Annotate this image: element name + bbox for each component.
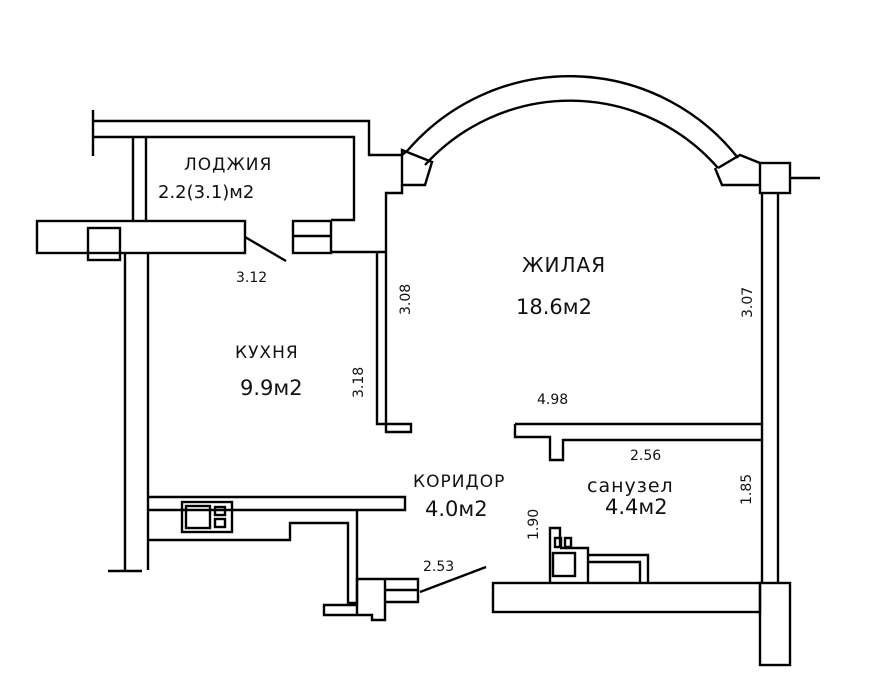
partition-wall [513, 422, 762, 462]
living-name: ЖИЛАЯ [522, 253, 606, 277]
walls [35, 74, 820, 667]
column-right [758, 161, 792, 195]
stove [180, 500, 234, 534]
dim-3-08: 3.08 [398, 284, 414, 315]
dim-3-18: 3.18 [351, 367, 367, 398]
bathroom-bottom-wall [491, 581, 762, 614]
dim-1-90: 1.90 [526, 509, 542, 540]
right-wall [760, 176, 820, 583]
dim-2-53: 2.53 [423, 559, 454, 575]
bathroom-name: санузел [587, 475, 674, 497]
bathroom-area: 4.4м2 [605, 495, 668, 519]
column-bottom-right [758, 581, 792, 667]
entrance-wall [322, 577, 420, 622]
dim-3-07: 3.07 [740, 287, 756, 318]
corridor-area: 4.0м2 [425, 497, 488, 521]
dim-2-56: 2.56 [630, 448, 661, 464]
door-swing-line [244, 235, 287, 263]
loggia-wall [91, 110, 402, 222]
bathroom-fixture [551, 551, 577, 578]
loggia-name: ЛОДЖИЯ [184, 155, 272, 175]
living-area: 18.6м2 [516, 295, 592, 319]
dimension-labels: 3.12 3.08 3.18 3.07 4.98 2.56 1.85 1.90 … [236, 270, 756, 575]
dim-1-85: 1.85 [739, 474, 755, 505]
kitchen-name: КУХНЯ [235, 343, 299, 363]
dim-3-12: 3.12 [236, 270, 267, 286]
loggia-area: 2.2(3.1)м2 [158, 182, 254, 203]
column [86, 226, 122, 262]
dim-4-98: 4.98 [537, 392, 568, 408]
arch-outer [407, 74, 739, 159]
kitchen-top-wall [35, 219, 247, 255]
corridor-name: КОРИДОР [413, 472, 505, 492]
room-labels: ЛОДЖИЯ 2.2(3.1)м2 КУХНЯ 9.9м2 ЖИЛАЯ 18.6… [158, 155, 674, 521]
kitchen-left-wall [108, 253, 150, 573]
kitchen-area: 9.9м2 [240, 376, 303, 400]
arch-inner [424, 99, 719, 169]
entrance-door-swing [419, 565, 487, 594]
